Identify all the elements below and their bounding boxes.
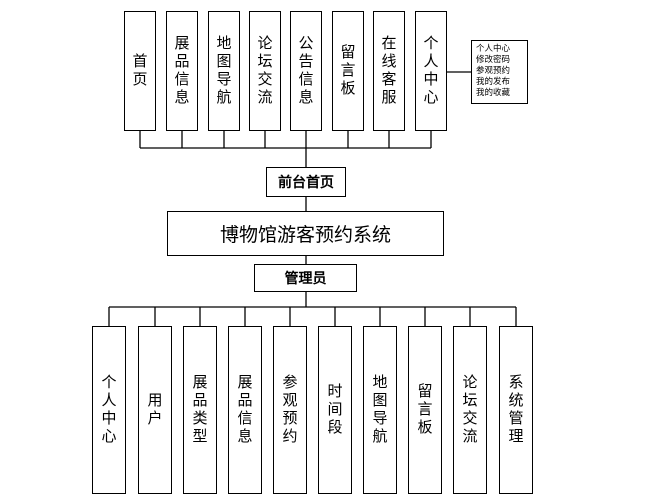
admin-module-label: 地图导航 bbox=[370, 374, 389, 446]
admin-module-exhibit-types: 展品类型 bbox=[183, 326, 217, 494]
front-module-label: 留言板 bbox=[338, 44, 357, 98]
admin-module-label: 论坛交流 bbox=[460, 374, 479, 446]
subitem: 修改密码 bbox=[476, 55, 511, 65]
admin-module-message-board: 留言板 bbox=[408, 326, 442, 494]
subitem: 我的收藏 bbox=[476, 88, 511, 98]
front-module-online-service: 在线客服 bbox=[373, 11, 405, 131]
front-module-label: 首页 bbox=[130, 53, 149, 89]
admin-module-time-slots: 时间段 bbox=[318, 326, 352, 494]
front-module-label: 展品信息 bbox=[172, 35, 191, 107]
admin-module-label: 用户 bbox=[145, 392, 164, 428]
front-module-map-navigation: 地图导航 bbox=[208, 11, 240, 131]
front-module-message-board: 留言板 bbox=[332, 11, 364, 131]
front-module-forum: 论坛交流 bbox=[249, 11, 281, 131]
admin-module-personal-center: 个人中心 bbox=[92, 326, 126, 494]
front-home-label: 前台首页 bbox=[278, 175, 334, 191]
admin-module-map-navigation: 地图导航 bbox=[363, 326, 397, 494]
admin-module-exhibit-info: 展品信息 bbox=[228, 326, 262, 494]
front-module-label: 个人中心 bbox=[421, 35, 440, 107]
admin-node: 管理员 bbox=[254, 264, 357, 292]
admin-module-label: 展品类型 bbox=[190, 374, 209, 446]
admin-module-label: 展品信息 bbox=[235, 374, 254, 446]
front-module-personal-center: 个人中心 bbox=[415, 11, 447, 131]
front-module-home: 首页 bbox=[124, 11, 156, 131]
admin-module-label: 参观预约 bbox=[280, 374, 299, 446]
front-module-exhibit-info: 展品信息 bbox=[166, 11, 198, 131]
front-module-announcements: 公告信息 bbox=[290, 11, 322, 131]
subitem: 个人中心 bbox=[476, 44, 511, 54]
admin-module-visit-booking: 参观预约 bbox=[273, 326, 307, 494]
system-title-node: 博物馆游客预约系统 bbox=[167, 211, 444, 256]
admin-module-label: 时间段 bbox=[325, 383, 344, 437]
system-title: 博物馆游客预约系统 bbox=[219, 224, 391, 246]
front-module-label: 公告信息 bbox=[296, 35, 315, 107]
admin-module-label: 个人中心 bbox=[99, 374, 118, 446]
admin-module-users: 用户 bbox=[138, 326, 172, 494]
admin-module-system-management: 系统管理 bbox=[499, 326, 533, 494]
front-module-label: 在线客服 bbox=[379, 35, 398, 107]
front-module-label: 论坛交流 bbox=[255, 35, 274, 107]
admin-label: 管理员 bbox=[284, 271, 327, 287]
front-module-label: 地图导航 bbox=[214, 35, 233, 107]
admin-module-label: 系统管理 bbox=[506, 374, 525, 446]
admin-module-label: 留言板 bbox=[415, 383, 434, 437]
front-home-node: 前台首页 bbox=[266, 167, 346, 197]
subitem: 我的发布 bbox=[476, 77, 511, 87]
admin-module-forum: 论坛交流 bbox=[453, 326, 487, 494]
personal-center-subitems: 个人中心 修改密码 参观预约 我的发布 我的收藏 bbox=[471, 40, 528, 104]
subitem: 参观预约 bbox=[476, 66, 511, 76]
